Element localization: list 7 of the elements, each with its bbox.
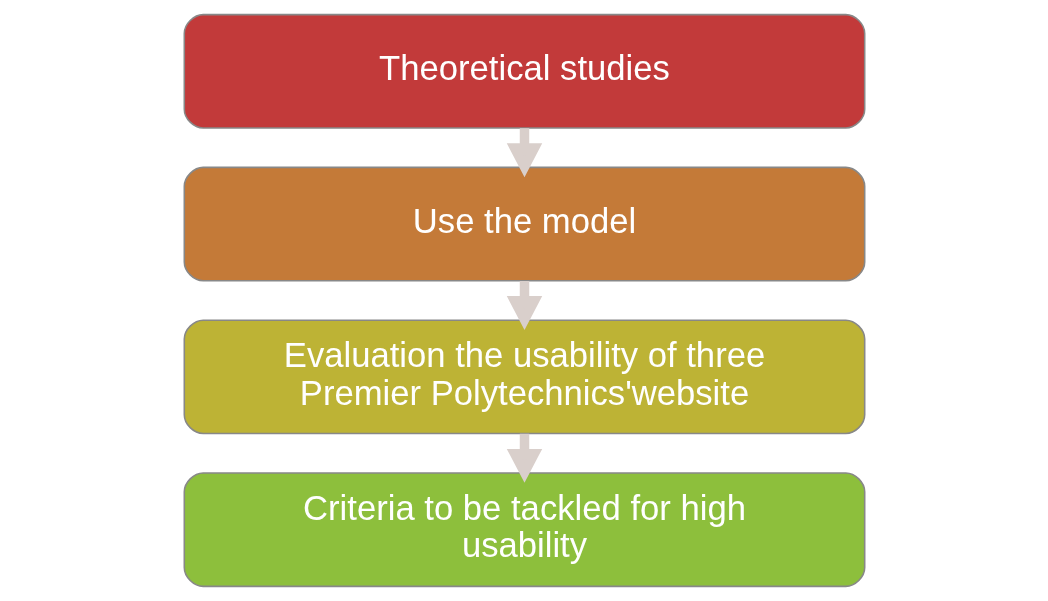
node-box: Evaluation the usability of three Premier Polytechnics'website (183, 319, 865, 435)
node-box: Criteria to be tackled for high usability (183, 472, 865, 588)
node-box: Use the model (183, 166, 865, 282)
arrow (506, 128, 542, 178)
node-box: Theoretical studies (183, 13, 865, 129)
arrow (506, 433, 542, 483)
arrow (506, 280, 542, 330)
